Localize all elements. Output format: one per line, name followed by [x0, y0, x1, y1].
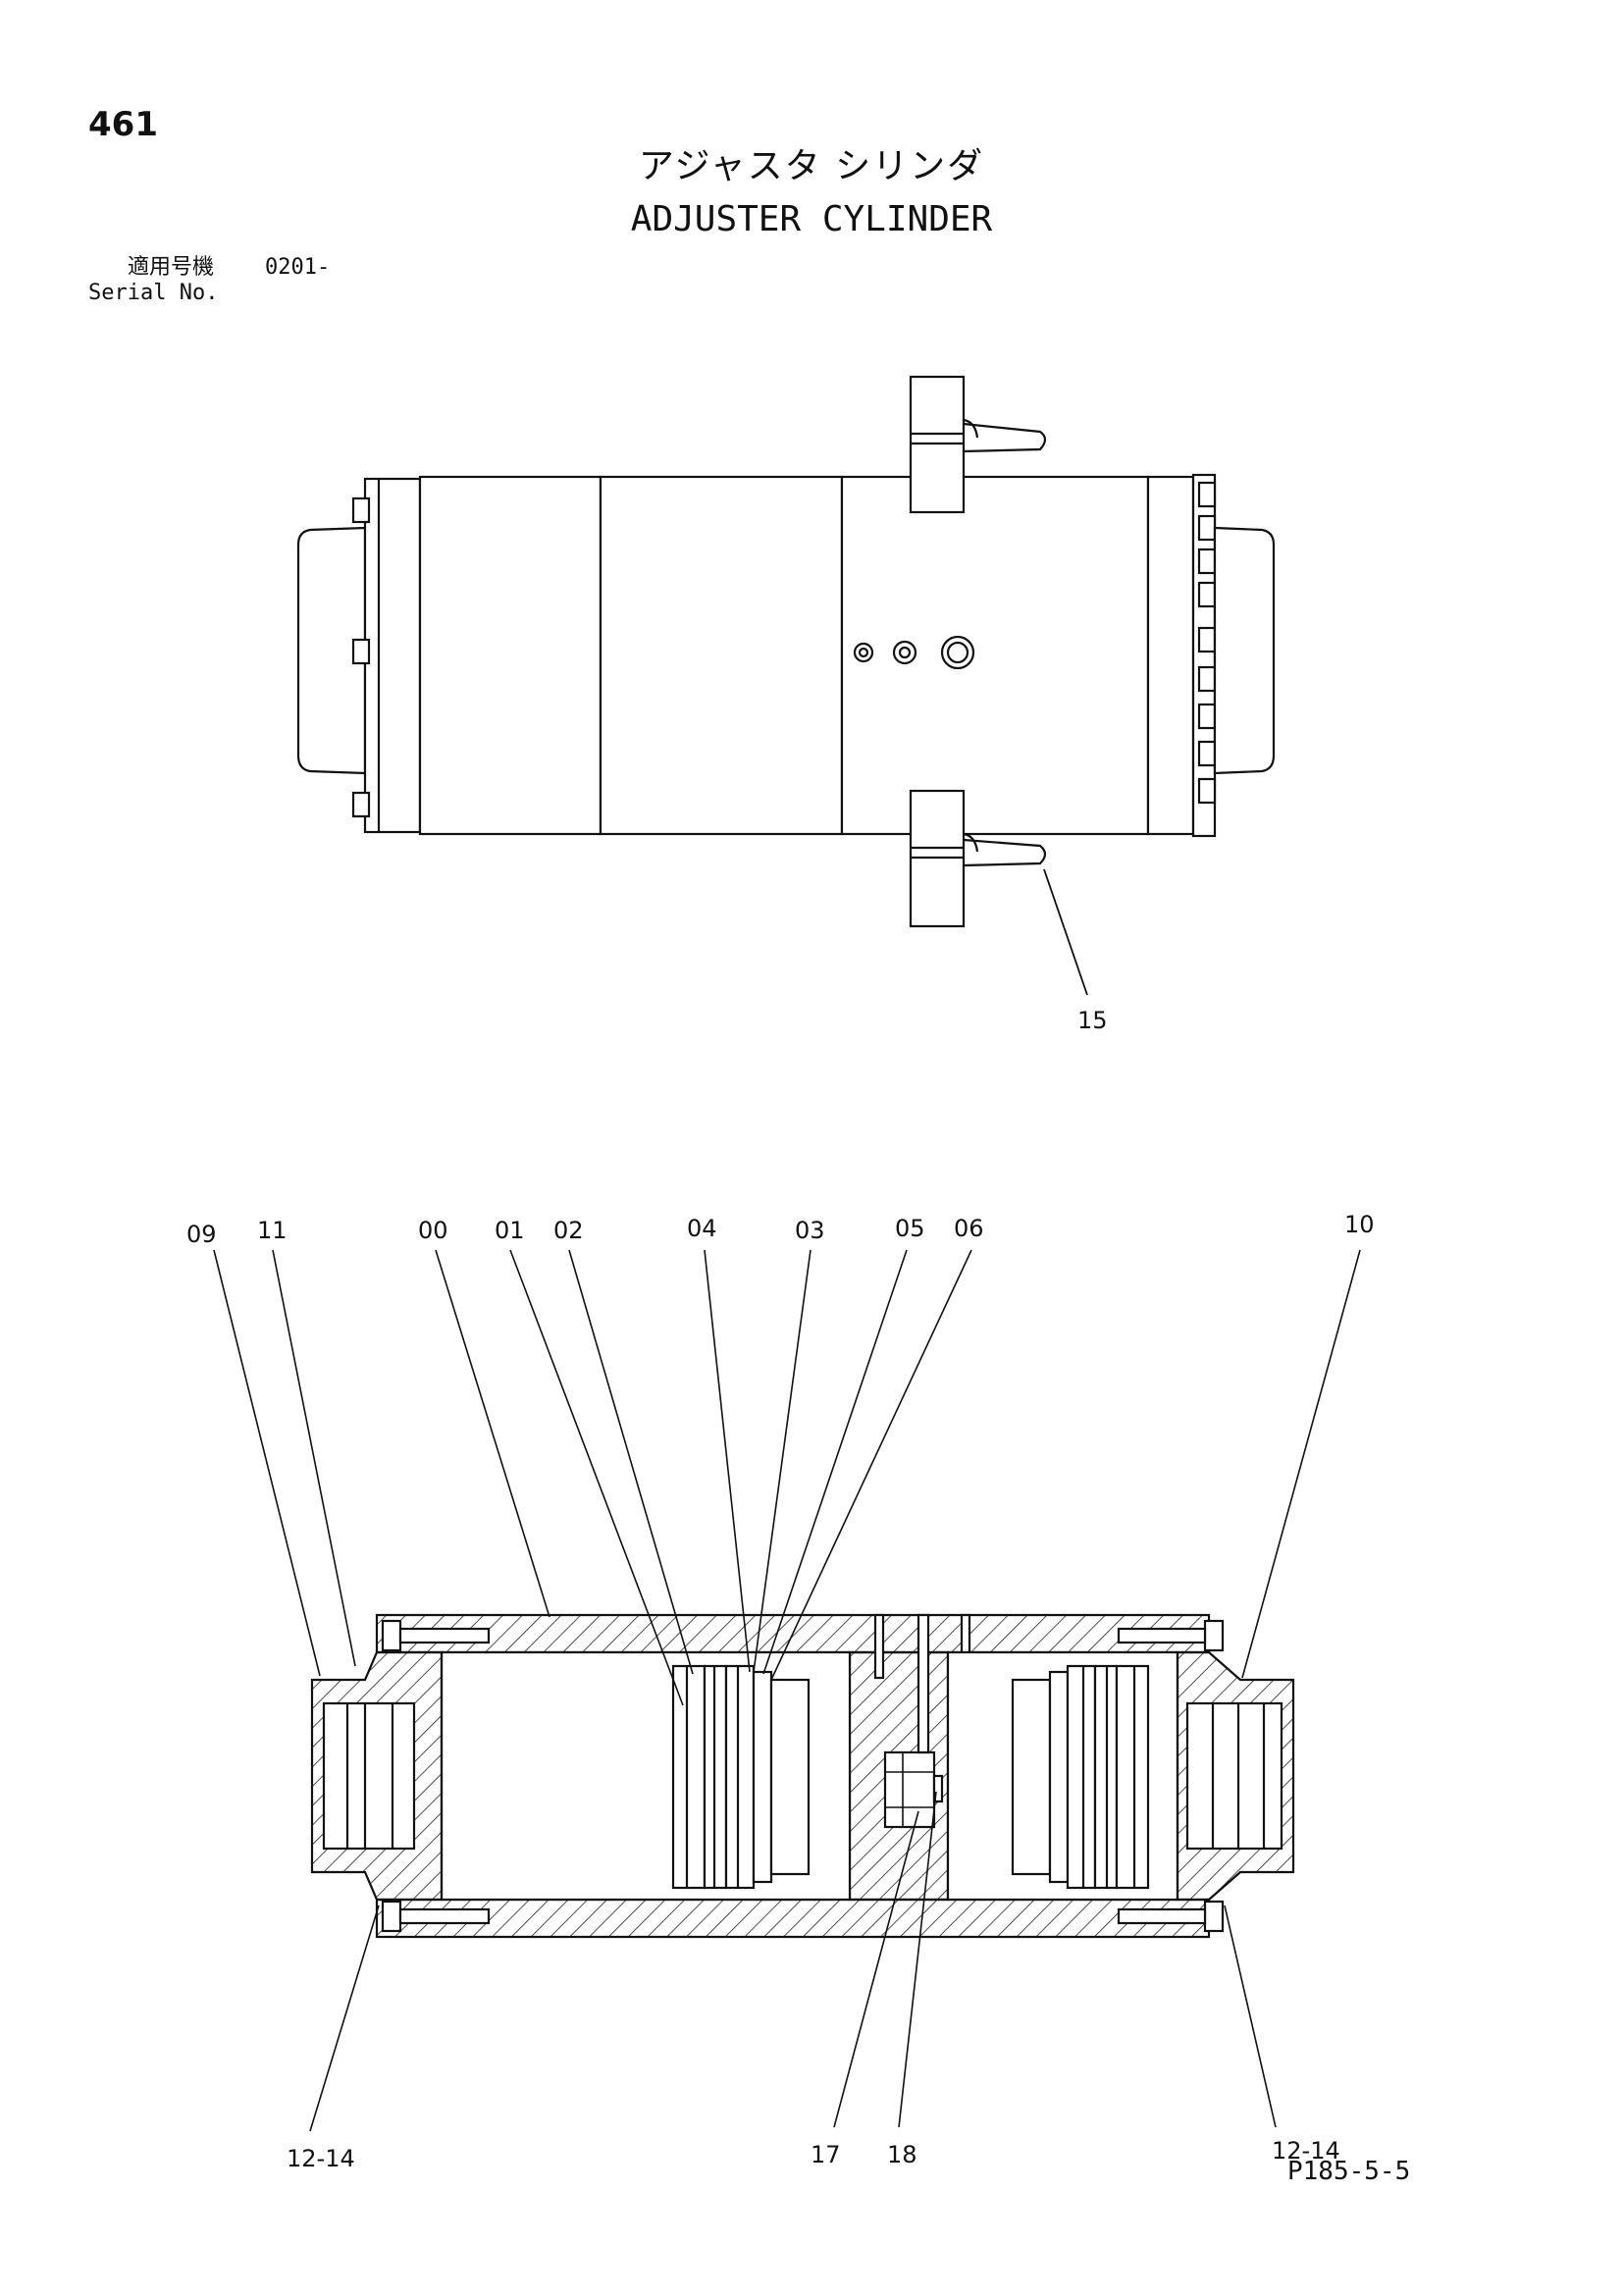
oil-passage: [873, 1613, 885, 1680]
leader-15: [1043, 868, 1088, 996]
title-japanese: アジャスタ シリンダ: [638, 146, 985, 186]
oil-passage: [916, 1613, 930, 1754]
callout-12-14-right: 12-14: [1272, 2137, 1340, 2165]
title-english: ADJUSTER CYLINDER: [630, 199, 993, 239]
cylinder-shell-bottom: [375, 1898, 1211, 1939]
left-piston: [671, 1664, 811, 1890]
page-number: 461: [88, 105, 158, 144]
callout-00: 00: [418, 1217, 448, 1244]
top-grease-pipe: [963, 422, 1047, 453]
right-cover-opening: [1185, 1701, 1283, 1851]
callout-12-14-left: 12-14: [287, 2145, 355, 2172]
callout-10: 10: [1344, 1211, 1375, 1238]
callout-09: 09: [186, 1221, 217, 1248]
callout-11: 11: [257, 1217, 288, 1244]
body-section-middle: [599, 475, 844, 836]
valve-body: [883, 1750, 936, 1829]
port-small: [858, 647, 869, 658]
port-medium: [892, 640, 917, 665]
right-flange-bolts: [1197, 481, 1217, 805]
body-section-right: [840, 475, 1150, 836]
body-section-end: [1146, 475, 1195, 836]
port-medium: [898, 646, 912, 659]
page-reference: P185-5-5: [1287, 2157, 1411, 2186]
callout-02: 02: [553, 1217, 584, 1244]
port-large: [940, 635, 975, 670]
callout-05: 05: [895, 1215, 925, 1242]
callout-17: 17: [811, 2141, 841, 2168]
callout-03: 03: [795, 1217, 825, 1244]
serial-label-japanese: 適用号機: [128, 255, 215, 280]
right-end-cap: [1213, 526, 1276, 775]
left-flange: [363, 477, 422, 834]
oil-passage: [960, 1613, 971, 1654]
bolt-head: [351, 791, 371, 818]
section-bolts: [381, 1619, 1225, 1933]
callout-01: 01: [495, 1217, 525, 1244]
callout-06: 06: [954, 1215, 984, 1242]
leader-lines: [213, 1249, 1361, 2132]
left-end-cap: [296, 526, 367, 775]
bolt-head: [351, 638, 371, 665]
serial-label-english: Serial No.: [88, 281, 219, 305]
serial-value: 0201-: [265, 255, 331, 280]
callout-18: 18: [887, 2141, 917, 2168]
callout-04: 04: [687, 1215, 717, 1242]
callout-15: 15: [1077, 1007, 1108, 1034]
external-view: [296, 375, 1276, 928]
port-large: [946, 641, 969, 664]
section-view: [310, 1613, 1295, 1939]
bottom-grease-pipe: [963, 838, 1047, 867]
left-cover-opening: [322, 1701, 416, 1851]
port-small: [853, 642, 874, 663]
right-piston: [1011, 1664, 1150, 1890]
body-section-left: [418, 475, 602, 836]
bolt-head: [351, 496, 371, 524]
